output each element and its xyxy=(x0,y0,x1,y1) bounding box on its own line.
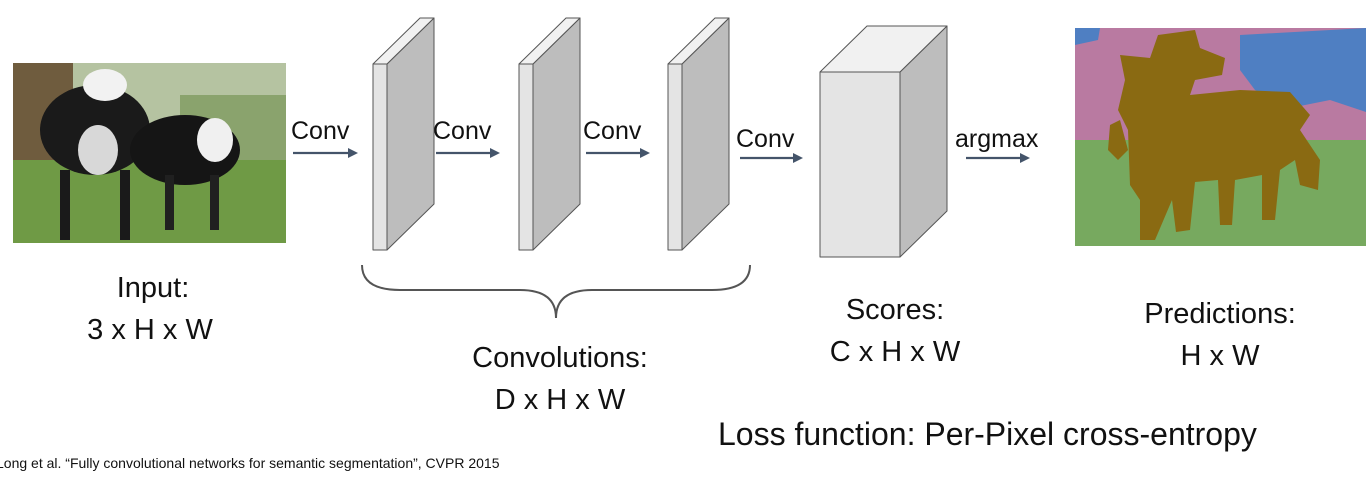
convolutions-brace xyxy=(361,264,751,319)
conv-slab-1-front xyxy=(372,63,388,251)
conv-label-2: Conv xyxy=(433,117,492,145)
arrow-conv-4-head xyxy=(793,153,803,163)
citation-text: Long et al. “Fully convolutional network… xyxy=(0,455,500,471)
arrow-conv-2 xyxy=(436,148,500,158)
conv-slab-3 xyxy=(667,17,730,251)
prediction-map xyxy=(1075,28,1366,246)
scores-title: Scores: xyxy=(845,294,945,326)
predictions-dims: H x W xyxy=(1180,340,1260,372)
input-image xyxy=(13,63,286,243)
arrow-argmax xyxy=(966,153,1030,163)
conv-label-1: Conv xyxy=(291,117,350,145)
predictions-title: Predictions: xyxy=(1144,298,1296,330)
conv-label-3: Conv xyxy=(583,117,642,145)
conv-slab-2 xyxy=(518,17,581,251)
arrow-conv-4 xyxy=(740,153,803,163)
arrow-argmax-head xyxy=(1020,153,1030,163)
argmax-label: argmax xyxy=(955,125,1039,153)
conv-slab-3-front xyxy=(667,63,683,251)
conv-slab-1 xyxy=(372,17,435,251)
scores-dims: C x H x W xyxy=(829,336,961,368)
arrow-conv-3-head xyxy=(640,148,650,158)
scores-volume-front xyxy=(819,71,901,258)
conv-slab-2-front xyxy=(518,63,534,251)
convolutions-dims: D x H x W xyxy=(494,384,626,416)
arrow-conv-1 xyxy=(293,148,358,158)
conv-label-4: Conv xyxy=(736,125,795,153)
arrow-conv-3 xyxy=(586,148,650,158)
arrow-conv-1-head xyxy=(348,148,358,158)
arrow-conv-2-head xyxy=(490,148,500,158)
loss-function-text: Loss function: Per-Pixel cross-entropy xyxy=(718,416,1257,452)
input-title: Input: xyxy=(116,272,190,304)
convolutions-title: Convolutions: xyxy=(472,342,648,374)
input-dims: 3 x H x W xyxy=(87,314,213,346)
scores-volume xyxy=(819,25,948,258)
